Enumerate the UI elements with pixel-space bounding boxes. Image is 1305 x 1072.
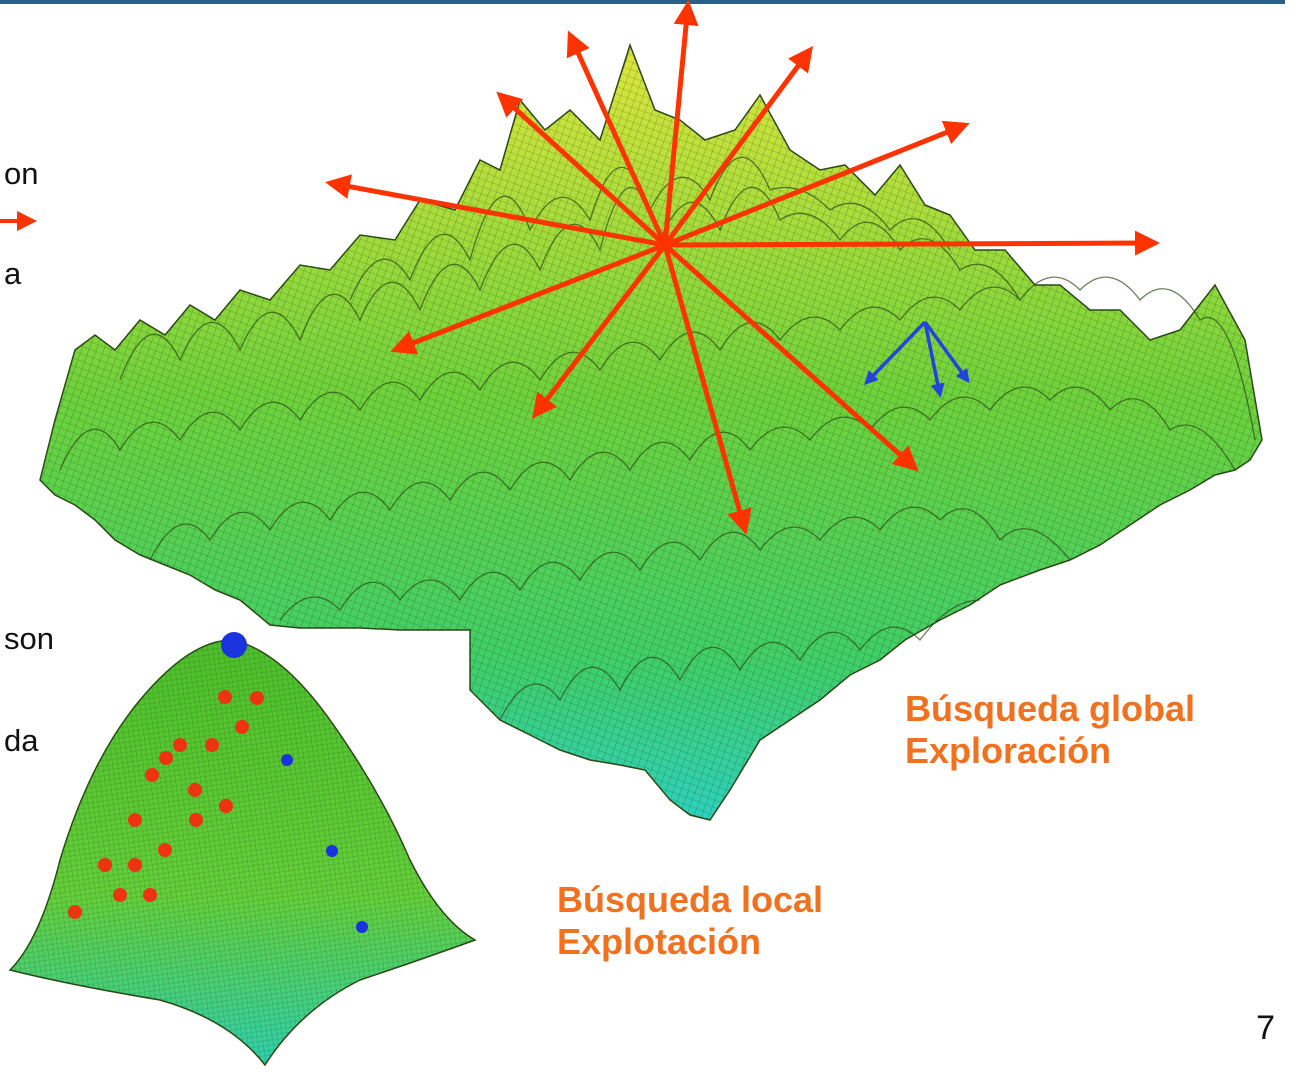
arrow-ray-11	[663, 243, 919, 472]
local-search-label-line1: Búsqueda local	[557, 879, 824, 920]
local-landscape-hill	[8, 639, 477, 1067]
local-search-arrows	[864, 320, 970, 398]
arrow-ray-8	[390, 242, 666, 355]
local-search-label: Búsqueda local Explotación	[557, 879, 823, 963]
global-search-arrows	[325, 0, 1160, 535]
local-search-label-line2: Explotación	[557, 921, 762, 962]
optimum-point	[221, 632, 247, 658]
arrow-ray-7	[325, 174, 666, 248]
page-number: 7	[1256, 1009, 1275, 1047]
title-divider-line	[0, 0, 1285, 4]
text-fragment-a: a	[4, 256, 22, 291]
global-search-label-line1: Búsqueda global	[905, 688, 1196, 729]
global-search-label-line2: Exploración	[905, 730, 1112, 771]
arrow-ray-6	[664, 230, 1160, 256]
arrow-ray-9	[531, 243, 667, 419]
text-fragment-on: on	[4, 156, 39, 191]
arrow-ray-4	[662, 45, 813, 247]
arrow-ray-1	[662, 0, 699, 246]
text-fragment-son: son	[4, 621, 54, 656]
global-search-label: Búsqueda global Exploración	[905, 688, 1195, 772]
global-landscape-surface	[39, 42, 1263, 821]
arrow-ray-5	[664, 120, 970, 248]
arrow-ray-10	[662, 244, 752, 535]
arrow-ray-3	[496, 91, 667, 247]
arrow-ray-2	[566, 30, 668, 247]
hill-points	[68, 632, 368, 933]
text-fragment-da: da	[4, 723, 39, 758]
